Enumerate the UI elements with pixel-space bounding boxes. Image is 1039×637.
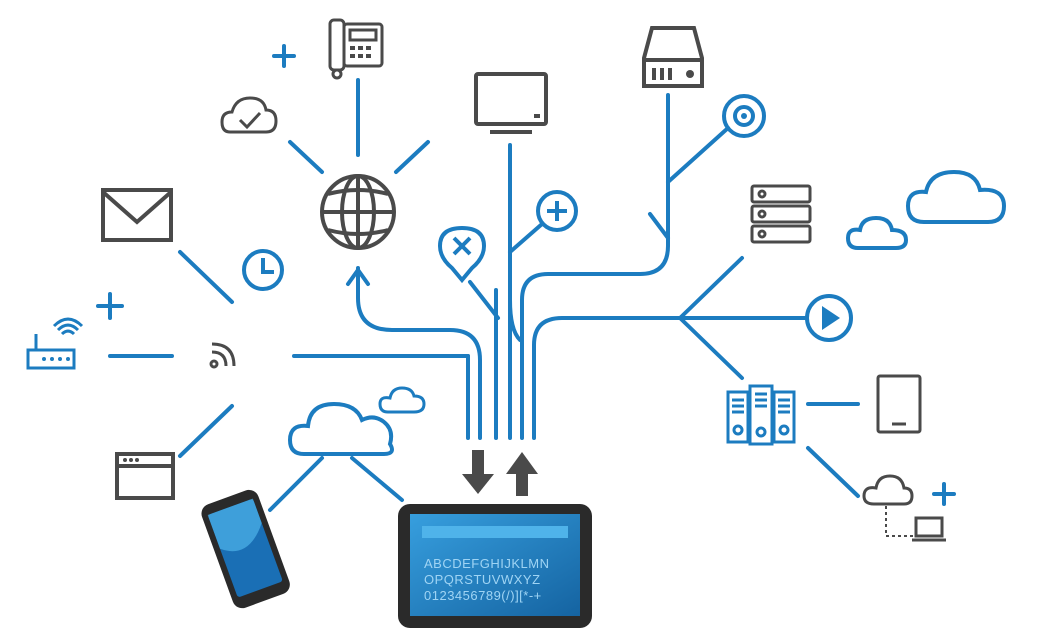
- cloud-check-icon: [220, 96, 278, 134]
- cloud-icon: [287, 401, 394, 456]
- hard-drive-icon: [642, 26, 704, 88]
- cloud-network-icon: [862, 474, 946, 542]
- browser-window-icon: [115, 452, 175, 500]
- plus-circle-icon: [536, 190, 578, 232]
- download-arrow-icon: [462, 450, 494, 494]
- upload-arrow-icon: [506, 452, 538, 496]
- monitor-led: [534, 114, 540, 118]
- tablet-line-1: ABCDEFGHIJKLMN: [424, 556, 549, 571]
- monitor-icon: [474, 72, 548, 134]
- plus-icon: [96, 292, 124, 320]
- desk-phone-icon: [328, 18, 384, 80]
- target-icon: [722, 94, 766, 138]
- globe-icon: [320, 174, 396, 250]
- cloud-icon: [905, 169, 1007, 224]
- connector-lines: [108, 78, 860, 512]
- tablet-outline-icon: [876, 374, 922, 434]
- wifi-icon: [209, 342, 236, 369]
- tablet-line-3: 0123456789(/)][*-+: [424, 588, 542, 603]
- play-icon: [805, 294, 853, 342]
- clock-icon: [242, 249, 284, 291]
- cloud-icon: [378, 386, 426, 414]
- target-center: [741, 113, 747, 119]
- router-icon: [26, 317, 84, 370]
- plus-icon: [932, 482, 956, 506]
- server-rack-icon: [750, 184, 812, 244]
- browser-dots: [123, 458, 139, 462]
- plus-icon: [272, 44, 296, 68]
- router-leds: [42, 357, 70, 361]
- server-tower-icon: [726, 384, 796, 446]
- tablet-line-2: OPQRSTUVWXYZ: [424, 572, 541, 587]
- tablet-icon: [398, 504, 592, 628]
- smartphone-icon: [201, 489, 290, 609]
- cloud-icon: [845, 215, 909, 250]
- mail-icon: [101, 188, 173, 242]
- location-pin-x-icon: [437, 225, 487, 284]
